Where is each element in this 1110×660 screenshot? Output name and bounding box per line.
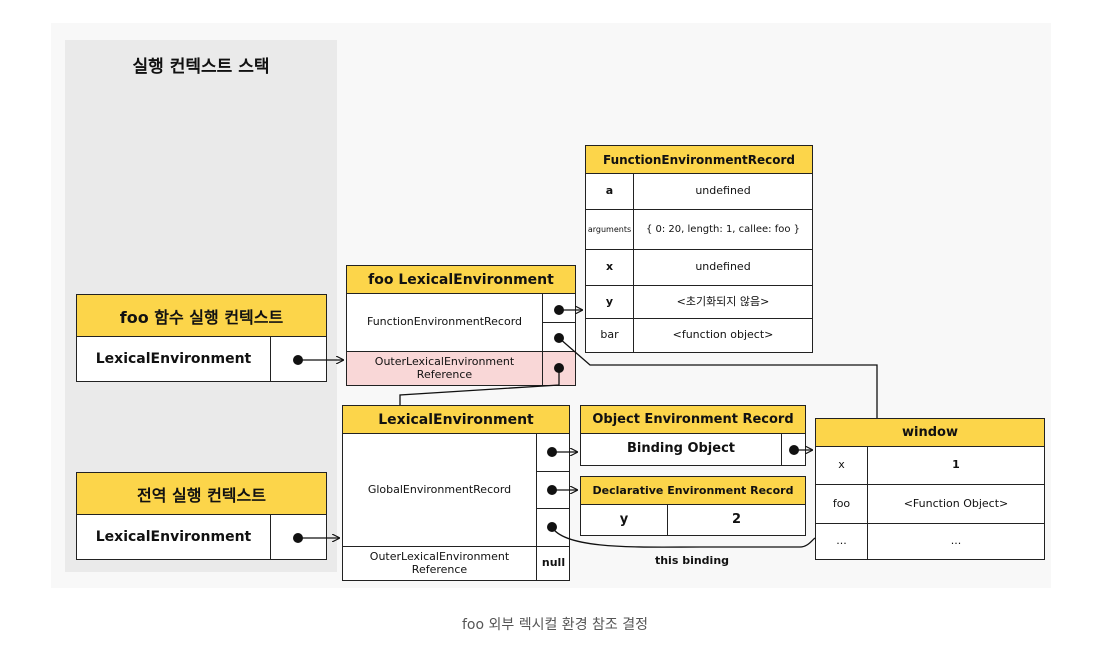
fer-key-y: y (605, 294, 614, 308)
window-value-x: 1 (952, 458, 960, 472)
dot-foo-ctx (293, 355, 303, 365)
der-title: Declarative Environment Record (580, 476, 806, 505)
fer-key-bar: bar (600, 328, 619, 342)
foo-lexenv-title: foo LexicalEnvironment (346, 265, 576, 294)
fer-value-a: undefined (695, 184, 751, 198)
der-value-y: 2 (731, 511, 742, 527)
foo-lexenv-outer-row: OuterLexicalEnvironment Reference (346, 351, 576, 386)
dot-foo-record (554, 305, 564, 315)
foo-context-title: foo 함수 실행 컨텍스트 (76, 294, 327, 337)
global-lexenv-outer-null: null (541, 556, 566, 570)
global-context-row: LexicalEnvironment (76, 514, 327, 560)
foo-context-row: LexicalEnvironment (76, 336, 327, 382)
fer-title: FunctionEnvironmentRecord (585, 145, 813, 174)
der-row: y 2 (580, 504, 806, 536)
fer-value-x: undefined (695, 260, 751, 274)
fer-value-bar: <function object> (672, 328, 774, 342)
global-lexenv-record-row: GlobalEnvironmentRecord (342, 433, 570, 547)
fer-key-x: x (605, 260, 614, 274)
window-key-foo: foo (832, 496, 851, 510)
dot-global-ctx (293, 533, 303, 543)
window-value-foo: <Function Object> (903, 496, 1009, 510)
window-value-ellipsis: ... (950, 534, 962, 548)
foo-lexenv-record-label: FunctionEnvironmentRecord (366, 315, 523, 329)
dot-foo-outer (554, 363, 564, 373)
oer-title: Object Environment Record (580, 405, 806, 434)
foo-lexenv-outer-label: OuterLexicalEnvironment Reference (374, 354, 515, 381)
dot-global-der (547, 485, 557, 495)
fer-key-arguments: arguments (587, 224, 632, 234)
global-context-lexenv-label: LexicalEnvironment (95, 528, 252, 545)
window-key-ellipsis: ... (836, 534, 847, 548)
global-lexenv-outer-label: OuterLexicalEnvironment Reference (369, 549, 510, 576)
wire-this-binding-to-window (551, 526, 816, 548)
window-key-x: x (838, 458, 845, 472)
der-key-y: y (619, 511, 629, 527)
fer-value-arguments: { 0: 20, length: 1, callee: foo } (645, 223, 800, 235)
oer-binding-object-label: Binding Object (626, 441, 736, 457)
global-context-title: 전역 실행 컨텍스트 (76, 472, 327, 515)
fer-value-y: <초기화되지 않음> (676, 294, 770, 308)
foo-lexenv-record-row: FunctionEnvironmentRecord (346, 293, 576, 352)
global-lexenv-title: LexicalEnvironment (342, 405, 570, 434)
wire-foo-outer-to-global-lexenv (399, 368, 560, 405)
fer-table: a undefined arguments { 0: 20, length: 1… (585, 173, 813, 353)
figure-caption: foo 외부 렉시컬 환경 참조 결정 (462, 617, 648, 633)
window-table: x 1 foo <Function Object> ... ... (815, 446, 1045, 560)
this-binding-label: this binding (655, 554, 729, 567)
foo-context-lexenv-label: LexicalEnvironment (95, 350, 252, 367)
stack-title: 실행 컨텍스트 스택 (132, 57, 270, 77)
dot-foo-this (554, 333, 564, 343)
fer-key-a: a (605, 184, 614, 198)
global-lexenv-record-label: GlobalEnvironmentRecord (367, 482, 512, 496)
dot-global-this (547, 522, 557, 532)
dot-binding-object (789, 445, 799, 455)
dot-global-oer (547, 447, 557, 457)
window-title: window (815, 418, 1045, 447)
oer-row: Binding Object (580, 433, 806, 466)
wire-foo-to-window (558, 337, 878, 418)
global-lexenv-outer-row: OuterLexicalEnvironment Reference null (342, 546, 570, 581)
